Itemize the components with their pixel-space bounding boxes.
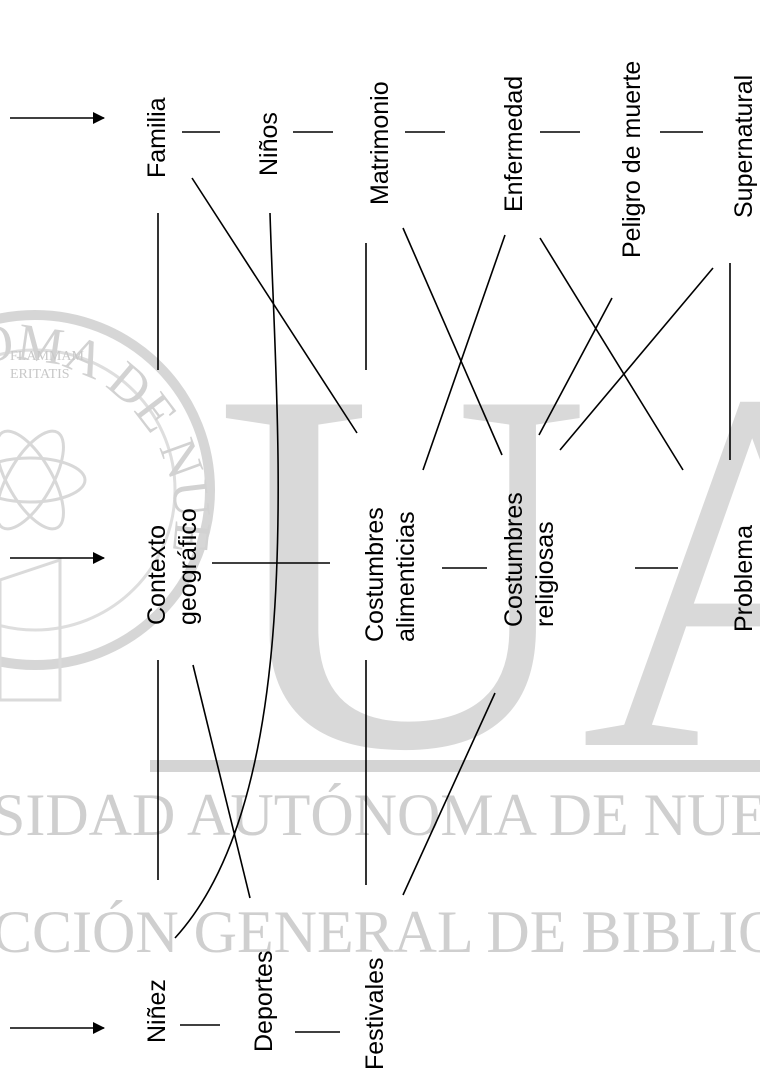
label-deportes: Deportes — [250, 951, 278, 1052]
diag-enfermedad-problema — [539, 237, 684, 471]
seal-motto-2: ERITATIS — [10, 367, 70, 382]
seal-motto-1: FLAMMAM — [10, 349, 84, 364]
watermark-line-2: CCIÓN GENERAL DE BIBLIOTE — [0, 899, 760, 965]
label-festivales: Festivales — [361, 957, 389, 1070]
label-supernatural: Supernatural — [730, 75, 758, 218]
curve-ninos-ninez — [174, 212, 279, 939]
diag-enfermedad-alimenticias — [422, 234, 506, 471]
label-ninos: Niños — [255, 112, 283, 176]
label-costumbres-religiosas: Costumbres religiosas — [500, 485, 559, 627]
label-alimenticias-line2: alimenticias — [392, 511, 420, 642]
diag-familia-alimenticias — [191, 177, 358, 434]
label-problema: Problema — [730, 525, 758, 632]
diag-matrimonio-religiosas — [402, 227, 503, 456]
watermark-line-1: SIDAD AUTÓNOMA DE NUEV — [0, 782, 760, 848]
diag-contexto-deportes — [192, 664, 251, 899]
label-contexto-line1: Contexto — [143, 525, 171, 625]
diag-religiosas-festivales — [402, 692, 496, 896]
label-peligro-de-muerte: Peligro de muerte — [618, 61, 646, 258]
label-alimenticias-line1: Costumbres — [361, 507, 389, 642]
label-religiosas-line2: religiosas — [531, 521, 559, 627]
label-religiosas-line1: Costumbres — [500, 492, 528, 627]
diag-supernatural-religiosas — [559, 267, 714, 451]
label-contexto-geografico: Contexto geográfico — [143, 508, 202, 625]
label-matrimonio: Matrimonio — [366, 81, 394, 205]
label-costumbres-alimenticias: Costumbres alimenticias — [361, 500, 420, 642]
label-contexto-line2: geográfico — [174, 508, 202, 625]
label-enfermedad: Enfermedad — [500, 76, 528, 212]
label-familia: Familia — [143, 97, 171, 178]
label-ninez: Niñez — [143, 979, 171, 1043]
diag-peligro-religiosas — [538, 297, 613, 436]
